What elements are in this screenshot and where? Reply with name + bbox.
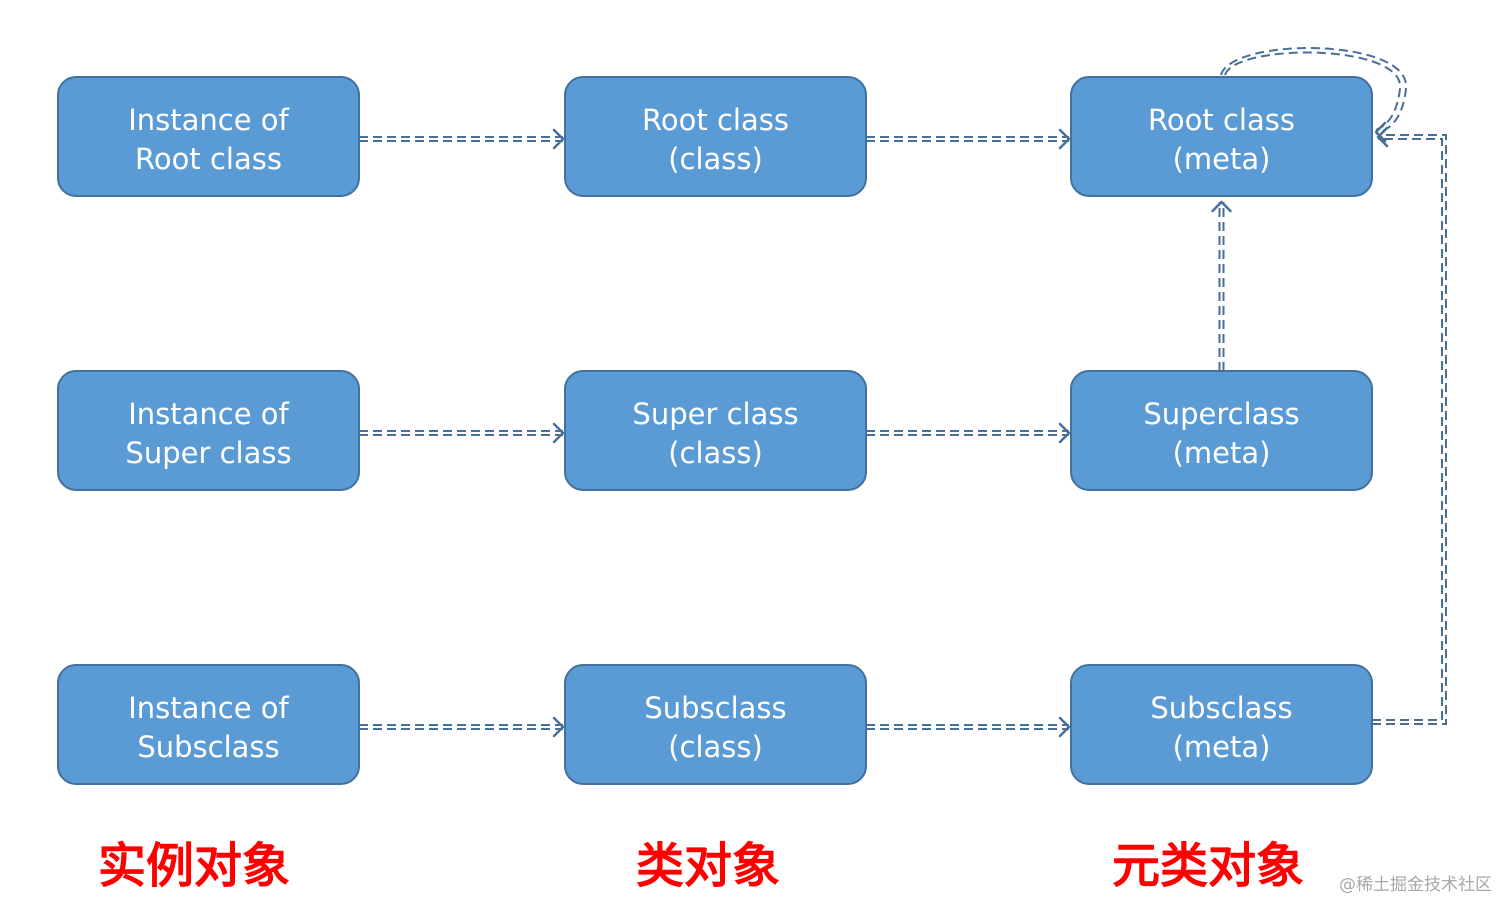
node-label: Root class [1148,103,1295,137]
node-label: Subsclass [644,691,786,725]
node-label: (class) [668,142,763,176]
edge-instance-sub-to-sub-class [359,716,565,738]
node-label: Super class [125,436,291,470]
edge-sub-meta-to-root-meta [1372,126,1447,725]
node-label: (meta) [1173,436,1271,470]
arrow-head [552,128,565,150]
node-label: Instance of [128,103,289,137]
node-instance-root: Instance of Root class [57,76,360,197]
node-box [564,370,867,491]
node-instance-sub: Instance of Subsclass [57,664,360,785]
node-sub-class: Subsclass (class) [564,664,867,785]
node-box [1070,664,1373,785]
edge-super-meta-to-root-meta [1211,200,1232,371]
node-root-class: Root class (class) [564,76,867,197]
watermark: @稀土掘金技术社区 [1339,875,1492,895]
arrow-head [1058,716,1071,738]
node-label: Subsclass [1150,691,1292,725]
arrow-head [1374,121,1387,143]
node-label: (meta) [1173,730,1271,764]
node-super-meta: Superclass (meta) [1070,370,1373,491]
edge-instance-super-to-super-class [359,422,565,444]
node-instance-super: Instance of Super class [57,370,360,491]
node-label: (class) [668,436,763,470]
node-label: (class) [668,730,763,764]
arrow-head [1058,128,1071,150]
node-label: Super class [632,397,798,431]
node-label: (meta) [1173,142,1271,176]
edge-line [1224,51,1402,131]
node-box [57,664,360,785]
arrow-head [552,716,565,738]
node-box [1070,76,1373,197]
node-box [1070,370,1373,491]
node-root-meta: Root class (meta) [1070,76,1373,197]
node-sub-meta: Subsclass (meta) [1070,664,1373,785]
edges-layer [359,47,1447,738]
arrow-head [552,422,565,444]
node-label: Subsclass [137,730,279,764]
caption-class-objects: 类对象 [636,838,781,894]
edge-instance-root-to-root-class [359,128,565,150]
node-super-class: Super class (class) [564,370,867,491]
node-box [57,76,360,197]
edge-root-class-to-root-meta [866,128,1071,150]
arrow-head [1211,200,1232,213]
node-label: Root class [642,103,789,137]
node-label: Instance of [128,397,289,431]
caption-meta-class-objects: 元类对象 [1112,838,1305,894]
node-box [564,76,867,197]
edge-line [1372,138,1443,721]
edge-super-class-to-super-meta [866,422,1071,444]
node-box [57,370,360,491]
edge-sub-class-to-sub-meta [866,716,1071,738]
edge-line [1372,134,1447,725]
node-label: Instance of [128,691,289,725]
node-label: Superclass [1143,397,1299,431]
node-box [564,664,867,785]
caption-instance-objects: 实例对象 [98,838,291,894]
edge-root-meta-to-root-meta [1220,47,1408,143]
arrow-head [1058,422,1071,444]
node-label: Root class [135,142,282,176]
edge-line [1220,47,1408,135]
